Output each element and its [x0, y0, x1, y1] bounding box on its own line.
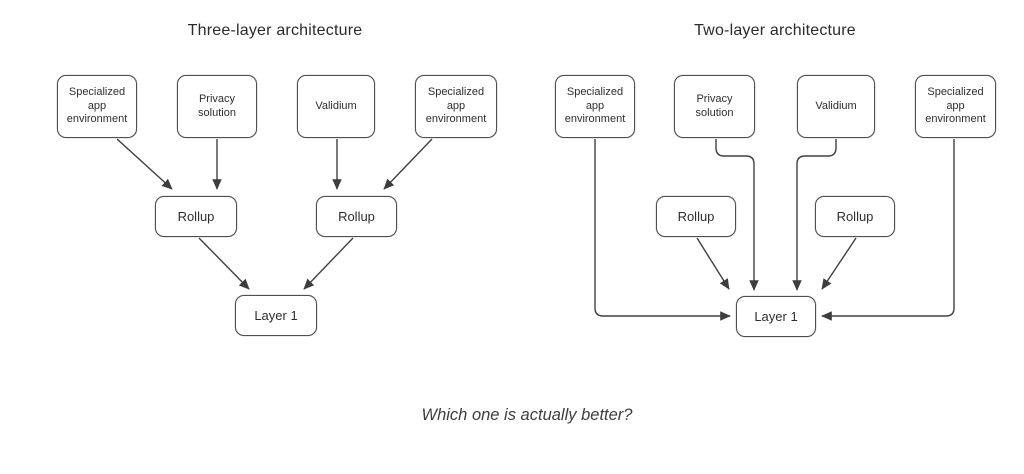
node-label: Rollup [177, 209, 215, 224]
node-label: Layer 1 [754, 309, 798, 324]
edge-rollup1-to-layer1-left [198, 237, 250, 290]
node-rollup-2-left: Rollup [316, 196, 397, 237]
node-label: Validium [315, 99, 357, 112]
node-label: Specialized app environment [564, 85, 626, 126]
right-diagram-title: Two-layer architecture [694, 22, 856, 39]
node-specialized-app-env-2-right: Specialized app environment [915, 75, 996, 138]
node-layer-1-left: Layer 1 [235, 295, 317, 336]
edge-rollup2-to-layer1-right [821, 237, 857, 290]
node-validium-right: Validium [797, 75, 875, 138]
edge-appenv1-to-rollup1-left [116, 138, 173, 190]
node-rollup-1-left: Rollup [155, 196, 237, 237]
edge-rollup2-to-layer1-left [303, 237, 354, 290]
node-layer-1-right: Layer 1 [736, 296, 816, 337]
node-validium-left: Validium [297, 75, 375, 138]
node-rollup-2-right: Rollup [815, 196, 895, 237]
node-label: Privacy solution [695, 92, 734, 119]
edge-rollup1-to-layer1-right [696, 237, 730, 290]
caption-question: Which one is actually better? [421, 406, 633, 424]
node-privacy-solution-left: Privacy solution [177, 75, 257, 138]
node-label: Rollup [677, 209, 715, 224]
edge-appenv2-to-rollup2-left [383, 138, 433, 190]
left-diagram-title: Three-layer architecture [187, 22, 363, 39]
node-label: Specialized app environment [66, 85, 128, 126]
node-label: Rollup [338, 209, 375, 224]
node-label: Specialized app environment [925, 85, 986, 126]
node-label: Rollup [836, 209, 874, 224]
node-label: Privacy solution [198, 92, 236, 119]
node-specialized-app-env-2-left: Specialized app environment [415, 75, 497, 138]
node-rollup-1-right: Rollup [656, 196, 736, 237]
node-specialized-app-env-1-left: Specialized app environment [57, 75, 137, 138]
node-label: Layer 1 [254, 308, 298, 323]
node-label: Validium [815, 99, 857, 112]
node-specialized-app-env-1-right: Specialized app environment [555, 75, 635, 138]
node-label: Specialized app environment [425, 85, 487, 126]
node-privacy-solution-right: Privacy solution [674, 75, 755, 138]
